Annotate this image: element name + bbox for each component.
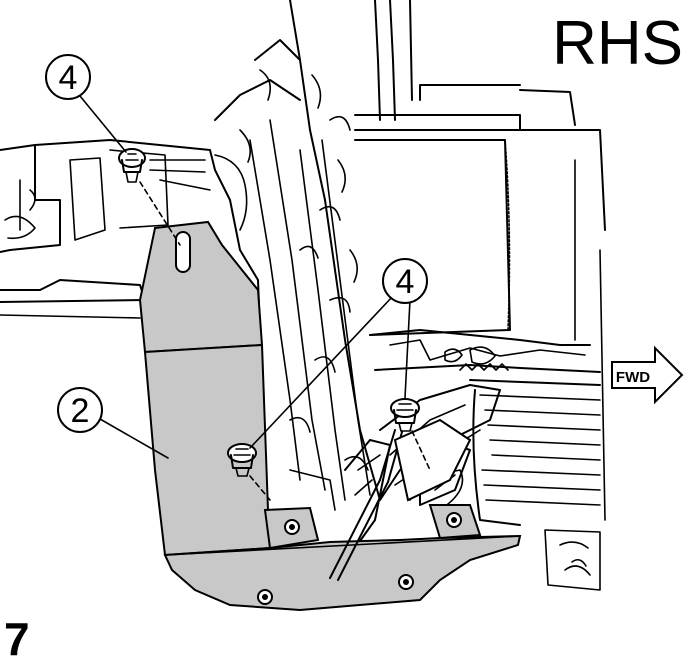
fwd-label: FWD	[616, 369, 650, 386]
callout-2: 2	[57, 387, 169, 459]
vehicle-structure	[0, 0, 606, 591]
callout-number: 2	[71, 392, 90, 430]
splash-shield	[138, 220, 522, 612]
callout-4-upper: 4	[45, 54, 127, 153]
fastener-upper	[118, 148, 146, 183]
side-label: RHS	[552, 9, 683, 78]
callout-number: 4	[59, 59, 78, 97]
callout-number: 4	[396, 263, 415, 301]
fastener-left-lower	[227, 443, 257, 477]
alignment-lines	[139, 181, 431, 501]
callout-4-middle: 4	[249, 258, 428, 449]
fwd-arrow-icon: FWD	[611, 345, 684, 405]
step-number: 7	[4, 613, 30, 662]
fastener-right-lower	[390, 398, 420, 432]
